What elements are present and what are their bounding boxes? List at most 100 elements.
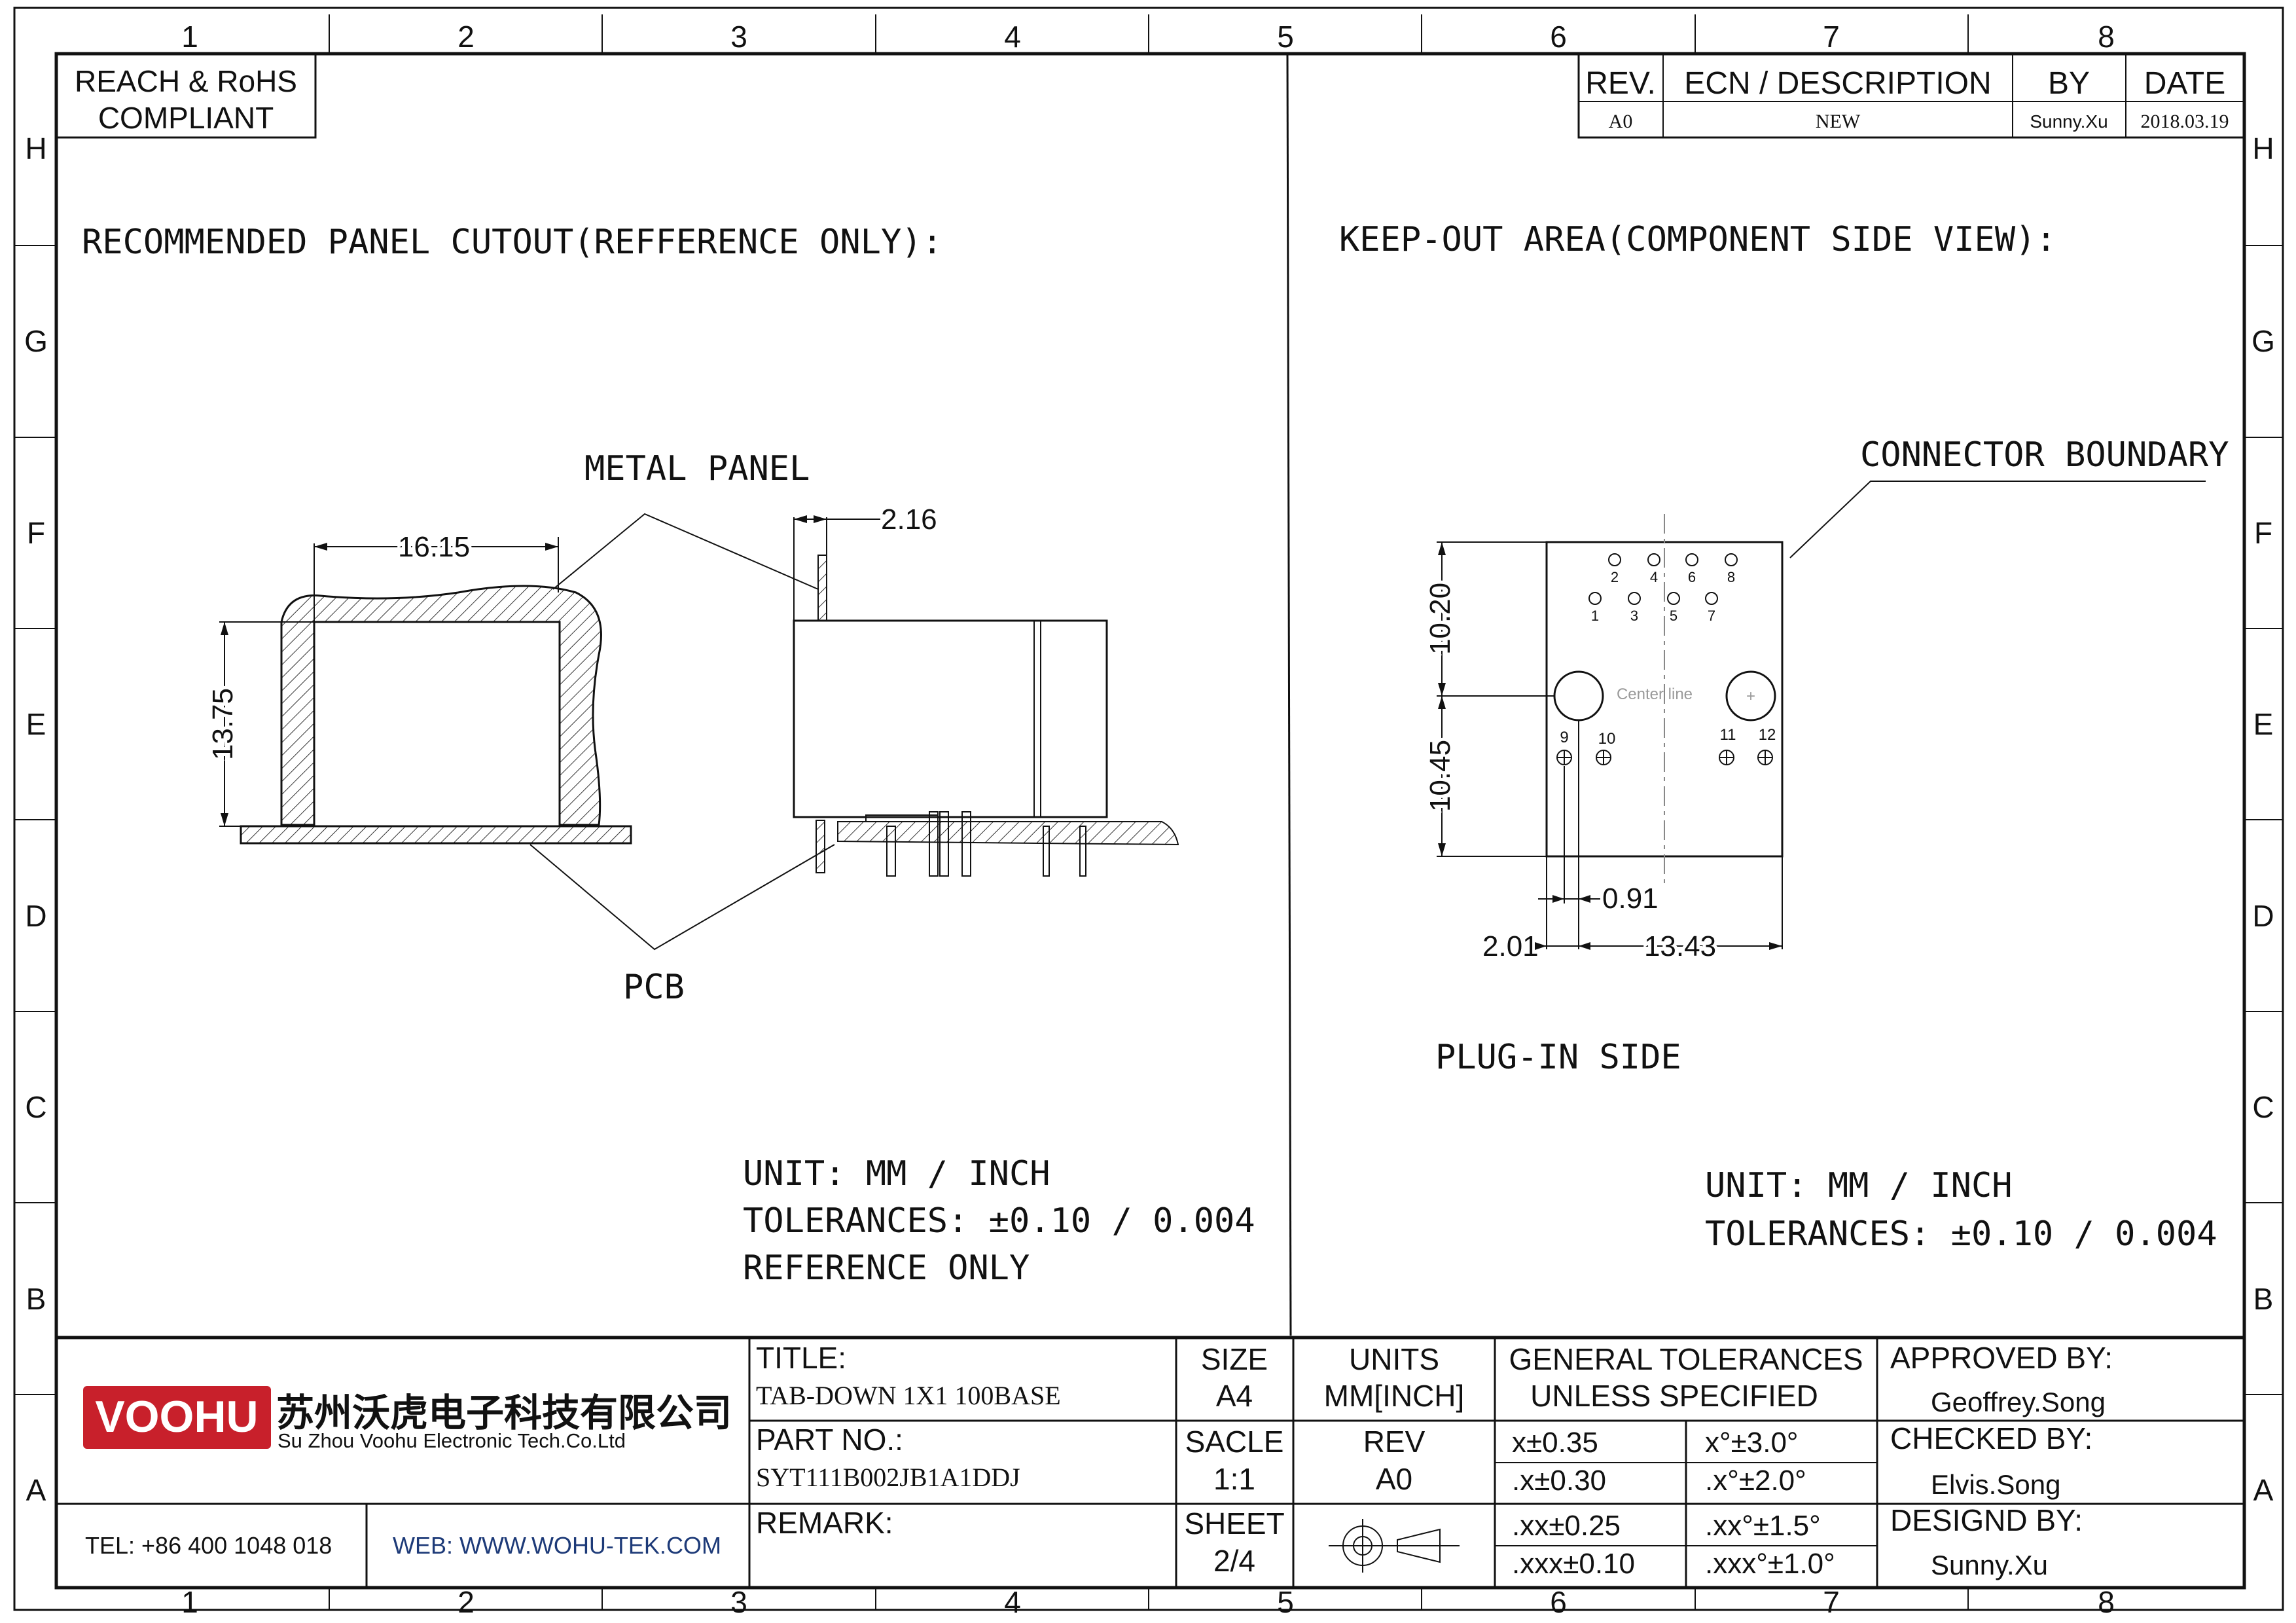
tolerance-cell: .xx±0.25 bbox=[1512, 1510, 1621, 1542]
row-label: A bbox=[26, 1473, 46, 1507]
rev-value: A0 bbox=[1609, 111, 1633, 132]
web-text: WEB: WWW.WOHU-TEK.COM bbox=[393, 1532, 721, 1559]
title-value: TAB-DOWN 1X1 100BASE bbox=[756, 1381, 1061, 1410]
side-panel bbox=[817, 555, 827, 621]
pin-label: 12 bbox=[1759, 726, 1776, 744]
dim-width-right: 13.43 bbox=[1644, 930, 1716, 962]
row-label: B bbox=[2253, 1282, 2274, 1316]
sheet-label: SHEET bbox=[1184, 1506, 1284, 1541]
dim-left-right: 2.01 bbox=[1482, 930, 1539, 962]
pin-label: 2 bbox=[1611, 569, 1619, 585]
col-label: 7 bbox=[1823, 20, 1840, 54]
pin-label: 8 bbox=[1727, 569, 1735, 585]
part-value: SYT111B002JB1A1DDJ bbox=[756, 1463, 1020, 1492]
side-pcb bbox=[837, 821, 1179, 846]
metal-panel-label: METAL PANEL bbox=[584, 449, 810, 488]
approved-label: APPROVED BY: bbox=[1890, 1341, 2113, 1375]
col-label: 2 bbox=[457, 20, 475, 54]
col-label: 1 bbox=[181, 1585, 198, 1619]
left-view: RECOMMENDED PANEL CUTOUT(REFFERENCE ONLY… bbox=[82, 223, 1255, 1288]
inner-border bbox=[54, 52, 2246, 1590]
checked-label: CHECKED BY: bbox=[1890, 1421, 2092, 1455]
company-name-cn: 苏州沃虎电子科技有限公司 bbox=[276, 1392, 732, 1434]
pin-label: 1 bbox=[1591, 608, 1599, 624]
col-label: 5 bbox=[1277, 20, 1294, 54]
col-label: 3 bbox=[730, 1585, 747, 1619]
compliance-box: REACH & RoHS COMPLIANT bbox=[55, 52, 317, 139]
row-label: E bbox=[26, 707, 46, 741]
tolerance-cell: x±0.35 bbox=[1512, 1427, 1598, 1459]
right-note-2: TOLERANCES: ±0.10 / 0.004 bbox=[1705, 1214, 2217, 1254]
connector-boundary-label: CONNECTOR BOUNDARY bbox=[1860, 435, 2229, 475]
left-note-2: TOLERANCES: ±0.10 / 0.004 bbox=[743, 1201, 1255, 1241]
units-label: UNITS bbox=[1349, 1342, 1439, 1376]
revision-table: REV. ECN / DESCRIPTION BY DATE A0 NEW Su… bbox=[1577, 52, 2246, 139]
pin-label: 10 bbox=[1598, 730, 1616, 748]
compliance-line-1: REACH & RoHS bbox=[75, 64, 297, 98]
col-label: 6 bbox=[1550, 20, 1567, 54]
right-heading: KEEP-OUT AREA(COMPONENT SIDE VIEW): bbox=[1339, 220, 2056, 259]
row-label: F bbox=[2254, 516, 2272, 550]
tolerance-cell: x°±3.0° bbox=[1705, 1427, 1799, 1459]
title-label: TITLE: bbox=[756, 1341, 846, 1375]
row-label: G bbox=[24, 324, 48, 358]
by-header: BY bbox=[2048, 66, 2090, 101]
col-label: 7 bbox=[1823, 1585, 1840, 1619]
date-value: 2018.03.19 bbox=[2141, 111, 2229, 132]
date-header: DATE bbox=[2144, 66, 2225, 101]
tolerance-cell: .xxx°±1.0° bbox=[1705, 1548, 1835, 1580]
remark-label: REMARK: bbox=[756, 1506, 893, 1540]
company-name-en: Su Zhou Voohu Electronic Tech.Co.Ltd bbox=[278, 1429, 626, 1452]
col-label: 5 bbox=[1277, 1585, 1294, 1619]
scale-value: 1:1 bbox=[1213, 1462, 1255, 1496]
row-label: G bbox=[2251, 324, 2275, 358]
pcb-strip bbox=[240, 825, 632, 845]
pin-label: 7 bbox=[1708, 608, 1715, 624]
designed-label: DESIGND BY: bbox=[1890, 1503, 2083, 1537]
part-label: PART NO.: bbox=[756, 1423, 903, 1457]
row-label: C bbox=[25, 1090, 46, 1124]
column-ticks bbox=[329, 14, 1969, 1610]
company-logo bbox=[83, 1386, 271, 1449]
col-label: 3 bbox=[730, 20, 747, 54]
ecn-value: NEW bbox=[1816, 111, 1861, 132]
dim-small-right: 0.91 bbox=[1602, 883, 1659, 915]
col-label: 8 bbox=[2098, 1585, 2115, 1619]
pin-grid bbox=[1588, 553, 1738, 605]
metal-panel-cutout bbox=[280, 585, 602, 826]
left-heading: RECOMMENDED PANEL CUTOUT(REFFERENCE ONLY… bbox=[82, 223, 942, 262]
pin-label: 9 bbox=[1560, 729, 1568, 746]
pin-label: 6 bbox=[1688, 569, 1696, 585]
row-label: E bbox=[2253, 707, 2274, 741]
tel-text: TEL: +86 400 1048 018 bbox=[85, 1532, 332, 1559]
center-line-label: Center line bbox=[1617, 685, 1693, 703]
row-label: H bbox=[25, 132, 46, 166]
mounting-hole-left bbox=[1553, 670, 1604, 721]
row-label: A bbox=[2253, 1473, 2274, 1507]
rev-value: A0 bbox=[1376, 1462, 1412, 1496]
tolerance-cell: .xxx±0.10 bbox=[1512, 1548, 1635, 1580]
designed-value: Sunny.Xu bbox=[1931, 1550, 2048, 1580]
right-note-1: UNIT: MM / INCH bbox=[1705, 1166, 2013, 1205]
col-label: 6 bbox=[1550, 1585, 1567, 1619]
right-view: KEEP-OUT AREA(COMPONENT SIDE VIEW): CONN… bbox=[1339, 220, 2229, 1254]
tolerance-title-1: GENERAL TOLERANCES bbox=[1509, 1342, 1863, 1376]
dim-height-left: 13.75 bbox=[207, 688, 239, 760]
units-value: MM[INCH] bbox=[1324, 1379, 1465, 1413]
tolerance-title-2: UNLESS SPECIFIED bbox=[1530, 1379, 1818, 1413]
left-note-1: UNIT: MM / INCH bbox=[743, 1154, 1050, 1194]
row-label: H bbox=[2252, 132, 2274, 166]
left-note-3: REFERENCE ONLY bbox=[743, 1249, 1030, 1288]
pin-label: 4 bbox=[1650, 569, 1658, 585]
by-value: Sunny.Xu bbox=[2030, 111, 2108, 132]
projection-symbol-icon bbox=[1329, 1519, 1460, 1573]
dim-width-left: 16.15 bbox=[398, 531, 470, 563]
scale-label: SACLE bbox=[1185, 1425, 1284, 1459]
connector-side-body bbox=[793, 619, 1108, 818]
pin-label: 5 bbox=[1670, 608, 1677, 624]
view-divider bbox=[1286, 53, 1292, 1336]
column-labels: 1 2 3 4 5 6 7 8 1 2 3 4 5 6 7 8 bbox=[181, 20, 2115, 1619]
plus-icon: + bbox=[1746, 687, 1755, 705]
dim-panel-thickness: 2.16 bbox=[881, 503, 937, 536]
title-block: VOOHU 苏州沃虎电子科技有限公司 Su Zhou Voohu Electro… bbox=[56, 1336, 2244, 1588]
